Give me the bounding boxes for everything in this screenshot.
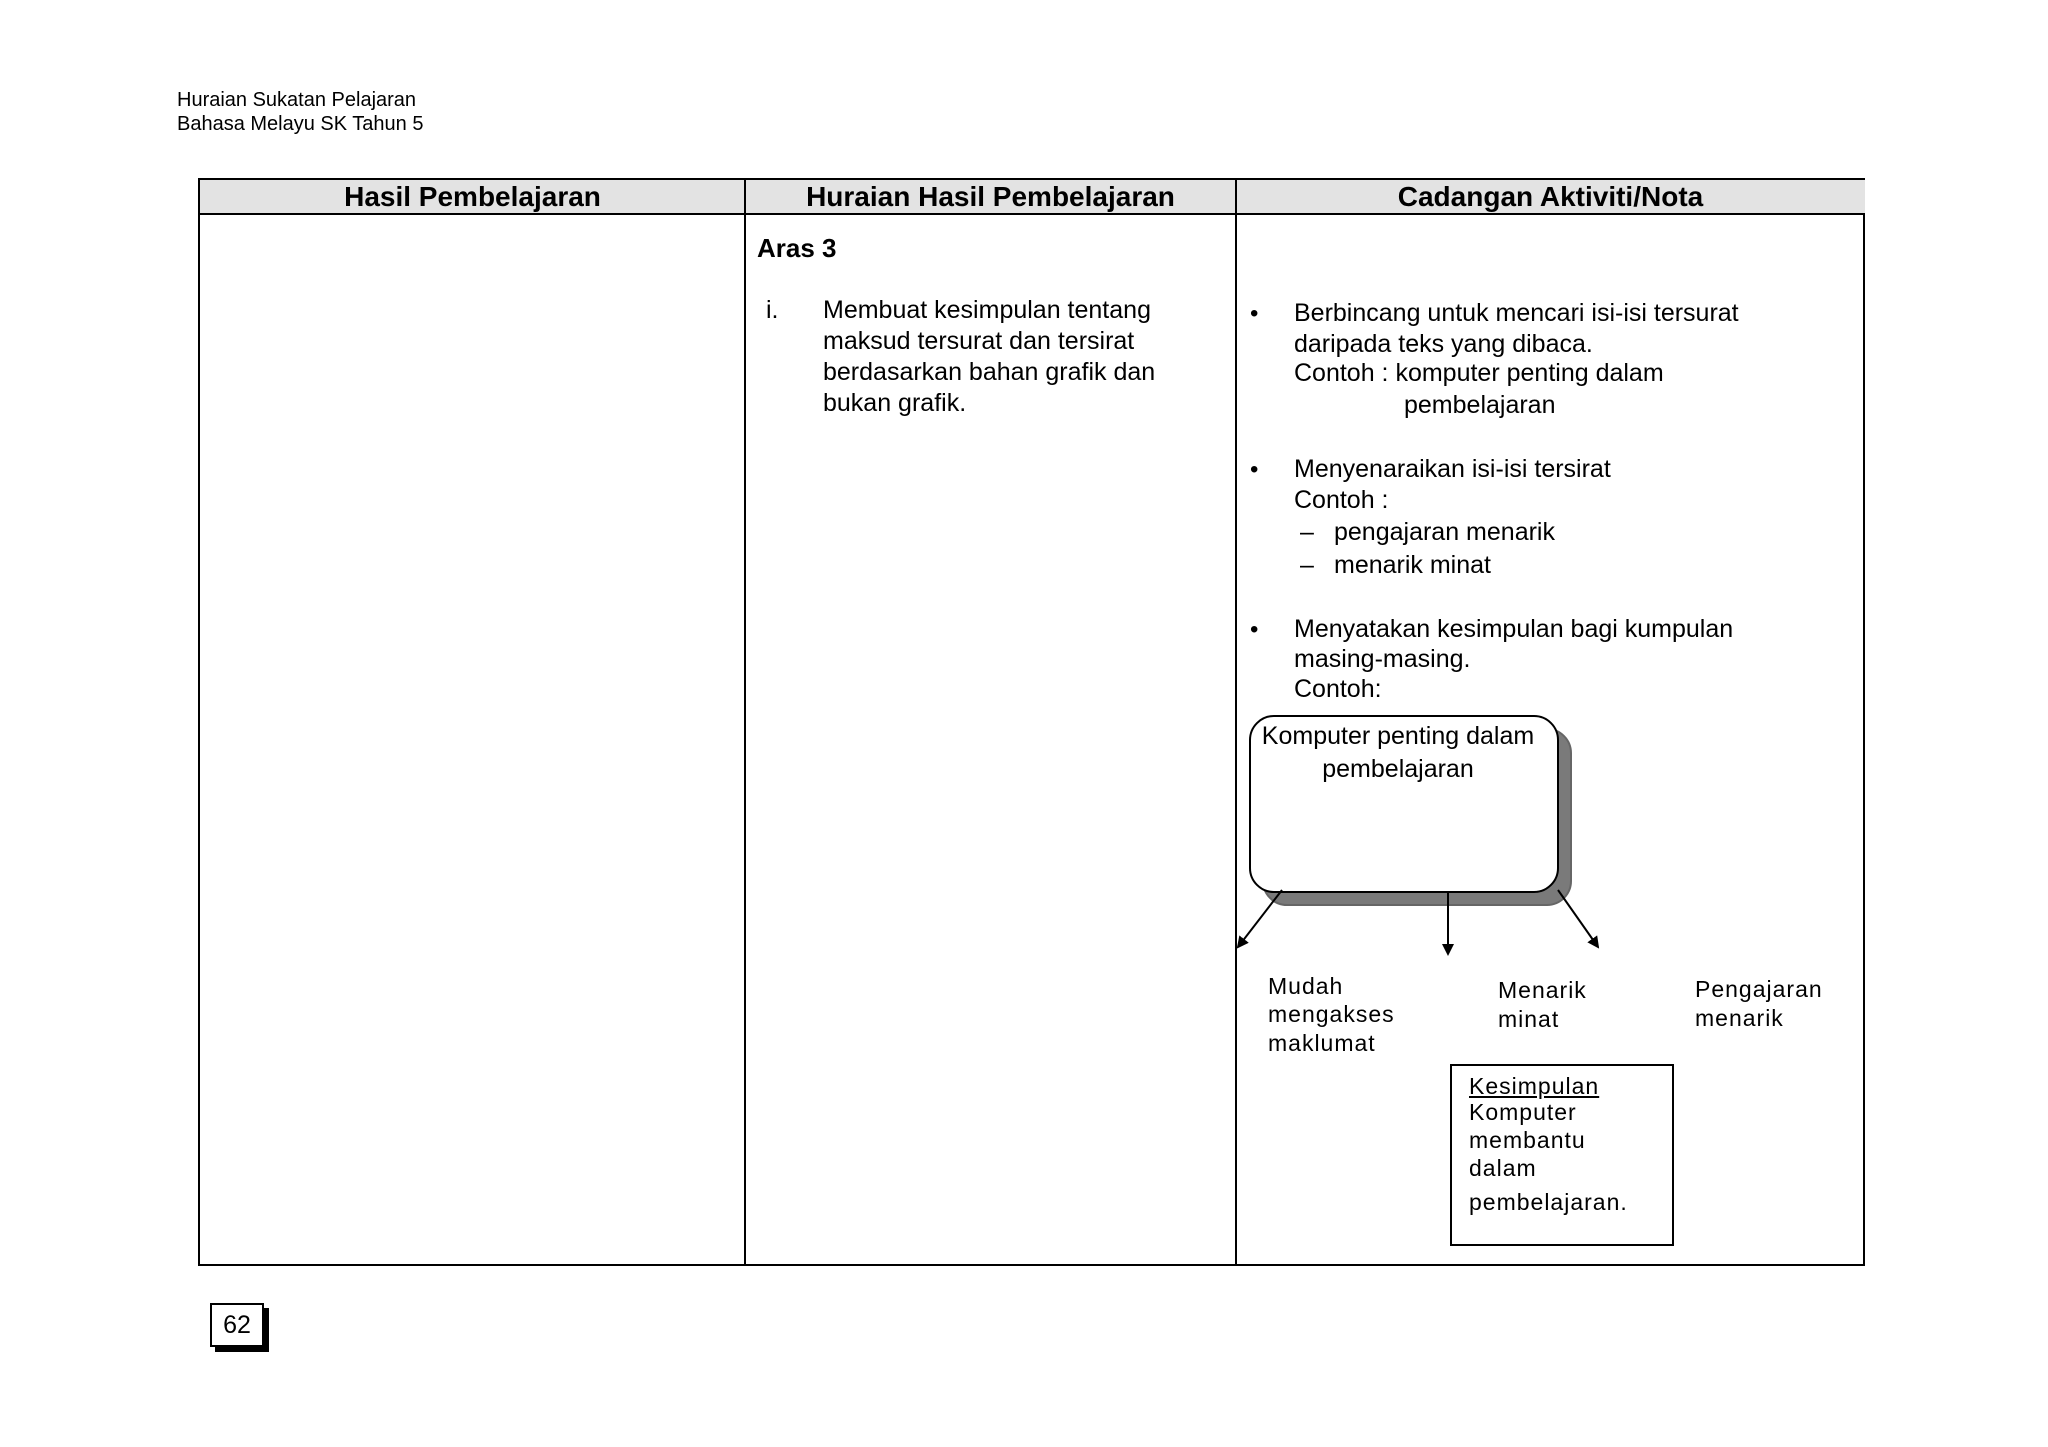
bullet-icon: • [1250, 616, 1259, 643]
activity-3-line: Menyatakan kesimpulan bagi kumpulan [1294, 615, 1734, 643]
center-box [1249, 715, 1559, 893]
conclusion-text: dalam [1469, 1155, 1537, 1181]
activity-1-example: pembelajaran [1404, 391, 1556, 419]
activity-1-line: daripada teks yang dibaca. [1294, 330, 1593, 358]
branch-left-text: Mudah [1268, 973, 1344, 999]
bullet-icon: • [1250, 300, 1259, 327]
dash-icon: – [1300, 518, 1314, 546]
branch-right-text: menarik [1695, 1005, 1784, 1031]
arrow-left [1236, 889, 1283, 949]
column-header-hasil: Hasil Pembelajaran [200, 180, 745, 215]
branch-middle-text: minat [1498, 1006, 1560, 1032]
branch-right-text: Pengajaran [1695, 976, 1823, 1002]
column-divider [1235, 180, 1237, 1264]
syllabus-table: Hasil Pembelajaran Huraian Hasil Pembela… [198, 178, 1865, 1266]
branch-left-text: mengakses [1268, 1001, 1395, 1027]
conclusion-text: Komputer [1469, 1099, 1577, 1125]
activity-1-line: Berbincang untuk mencari isi-isi tersura… [1294, 299, 1739, 327]
arrow-right [1557, 889, 1600, 949]
document-header-title: Huraian Sukatan Pelajaran [177, 89, 417, 111]
column-divider [744, 180, 746, 1264]
conclusion-box: Kesimpulan Komputer membantu dalam pembe… [1450, 1064, 1674, 1246]
conclusion-text: pembelajaran. [1469, 1189, 1628, 1215]
activity-2-line: Menyenaraikan isi-isi tersirat [1294, 455, 1611, 483]
column-header-huraian: Huraian Hasil Pembelajaran [745, 180, 1236, 215]
activity-2-example-label: Contoh : [1294, 486, 1389, 514]
column-header-cadangan: Cadangan Aktiviti/Nota [1236, 180, 1865, 215]
activity-3-example-label: Contoh: [1294, 675, 1382, 703]
conclusion-text: membantu [1469, 1127, 1586, 1153]
branch-left-text: maklumat [1268, 1030, 1376, 1056]
level-heading: Aras 3 [757, 233, 837, 263]
concept-diagram [1236, 715, 1600, 956]
activity-2-example-item: pengajaran menarik [1334, 518, 1555, 546]
activity-2-example-item: menarik minat [1334, 551, 1491, 579]
learning-outcome-description: Membuat kesimpulan tentang maksud tersur… [823, 296, 1156, 417]
activity-1-example: Contoh : komputer penting dalam [1294, 359, 1664, 387]
branch-middle-text: Menarik [1498, 977, 1587, 1003]
bullet-icon: • [1250, 456, 1259, 483]
conclusion-title: Kesimpulan [1469, 1073, 1600, 1099]
page-number: 62 [210, 1303, 264, 1347]
dash-icon: – [1300, 551, 1314, 579]
item-number: i. [766, 296, 779, 324]
activity-3-line: masing-masing. [1294, 645, 1471, 673]
center-concept-text: Komputer penting dalam pembelajaran [1261, 722, 1535, 783]
document-header-subtitle: Bahasa Melayu SK Tahun 5 [177, 113, 424, 135]
